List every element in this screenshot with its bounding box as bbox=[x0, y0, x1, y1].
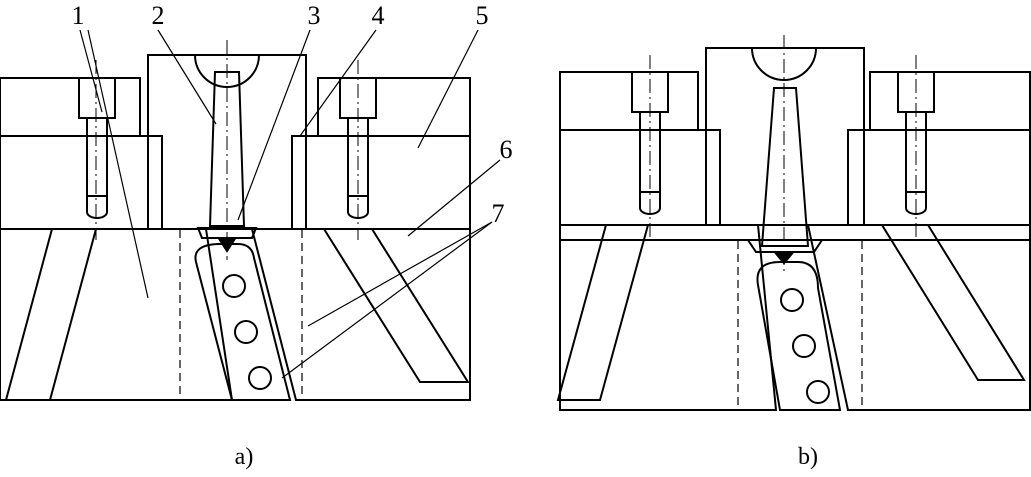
top-plate-left-a bbox=[0, 77, 141, 137]
callout-2: 2 bbox=[152, 1, 165, 30]
cavity-plate-left-a bbox=[0, 135, 163, 230]
runner-channel-b bbox=[756, 261, 842, 411]
callout-5: 5 bbox=[476, 1, 489, 30]
part-ring-a1 bbox=[222, 274, 246, 298]
top-plate-left-b bbox=[559, 71, 699, 131]
leader-lines bbox=[79, 29, 501, 379]
part-ring-a3 bbox=[248, 366, 272, 390]
cavity-plate-right-b bbox=[847, 129, 1031, 226]
nozzle-seat-a bbox=[193, 54, 261, 88]
lower-body-left-b bbox=[559, 224, 778, 411]
bolt-left-a bbox=[78, 77, 116, 219]
caption-b: b) bbox=[798, 444, 818, 470]
lower-body-right-a bbox=[250, 228, 471, 401]
nozzle-seat-b bbox=[750, 47, 818, 81]
part-ring-b2 bbox=[792, 334, 816, 358]
bolt-left-b bbox=[631, 71, 669, 215]
bolt-right-b bbox=[897, 71, 935, 215]
callout-7: 7 bbox=[492, 199, 505, 228]
top-plate-right-b bbox=[869, 71, 1031, 131]
bolt-right-a bbox=[339, 77, 377, 219]
caption-a: a) bbox=[235, 444, 254, 470]
callout-labels: 1 2 3 4 5 6 7 bbox=[72, 1, 513, 228]
callout-1: 1 bbox=[72, 1, 85, 30]
lower-body-left-a bbox=[0, 228, 234, 401]
part-ring-a2 bbox=[234, 320, 258, 344]
view-b bbox=[556, 35, 1031, 411]
angled-core-left-b bbox=[556, 224, 650, 401]
callout-4: 4 bbox=[372, 1, 385, 30]
sprue-insert-a bbox=[208, 71, 246, 227]
part-ring-b1 bbox=[780, 288, 804, 312]
angled-core-right-b bbox=[880, 224, 1026, 381]
angled-core-right-a bbox=[322, 228, 470, 383]
angled-core-left-a bbox=[4, 228, 98, 401]
callout-6: 6 bbox=[500, 135, 513, 164]
cavity-plate-right-a bbox=[291, 135, 471, 230]
sprue-bush-b bbox=[705, 47, 865, 226]
view-a bbox=[0, 40, 471, 401]
callout-3: 3 bbox=[308, 1, 321, 30]
lower-body-right-b bbox=[806, 224, 1031, 411]
runner-channel-a bbox=[194, 243, 292, 401]
part-ring-b3 bbox=[806, 380, 830, 404]
sprue-insert-b bbox=[760, 87, 810, 247]
